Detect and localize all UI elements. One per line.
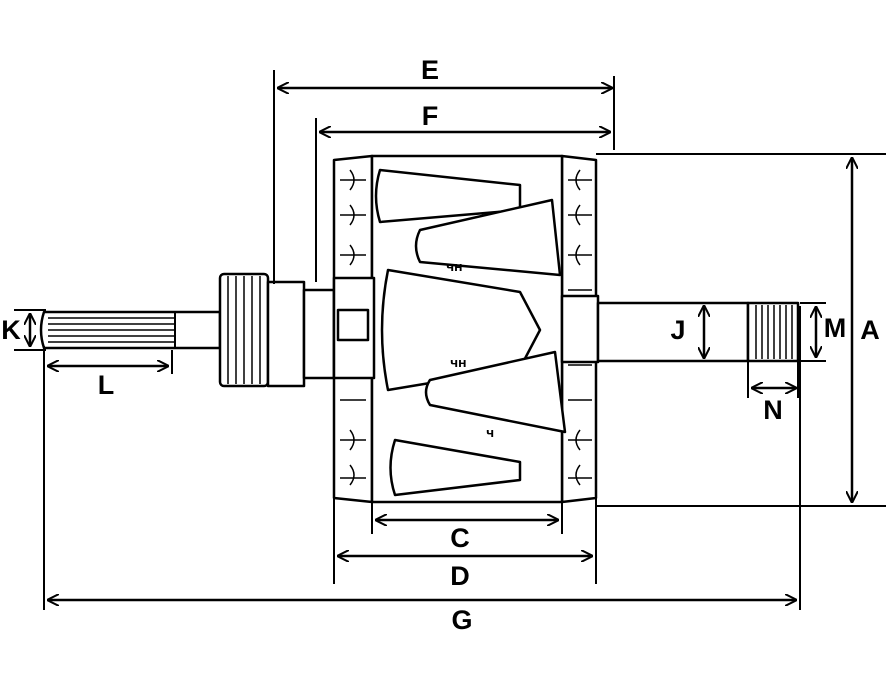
label-a: A bbox=[860, 315, 880, 345]
marking: ЧН bbox=[450, 359, 466, 370]
label-c: C bbox=[450, 523, 470, 553]
label-k: K bbox=[1, 315, 21, 345]
marking: ЧН bbox=[446, 263, 462, 274]
extension-lines bbox=[14, 70, 886, 610]
label-g: G bbox=[451, 605, 472, 635]
left-shaft bbox=[39, 310, 222, 350]
marking: Ч bbox=[486, 429, 494, 440]
label-e: E bbox=[421, 55, 439, 85]
label-j: J bbox=[670, 315, 685, 345]
label-m: M bbox=[824, 313, 847, 343]
dimension-arrows bbox=[30, 88, 852, 600]
label-f: F bbox=[422, 101, 439, 131]
right-shaft bbox=[596, 301, 800, 363]
label-l: L bbox=[98, 370, 115, 400]
dimension-labels: E F C D G L K A J M N bbox=[1, 55, 880, 635]
slip-ring bbox=[218, 272, 336, 388]
rotor-body: ЧН ЧН Ч bbox=[332, 154, 600, 504]
label-d: D bbox=[450, 561, 470, 591]
label-n: N bbox=[763, 395, 783, 425]
